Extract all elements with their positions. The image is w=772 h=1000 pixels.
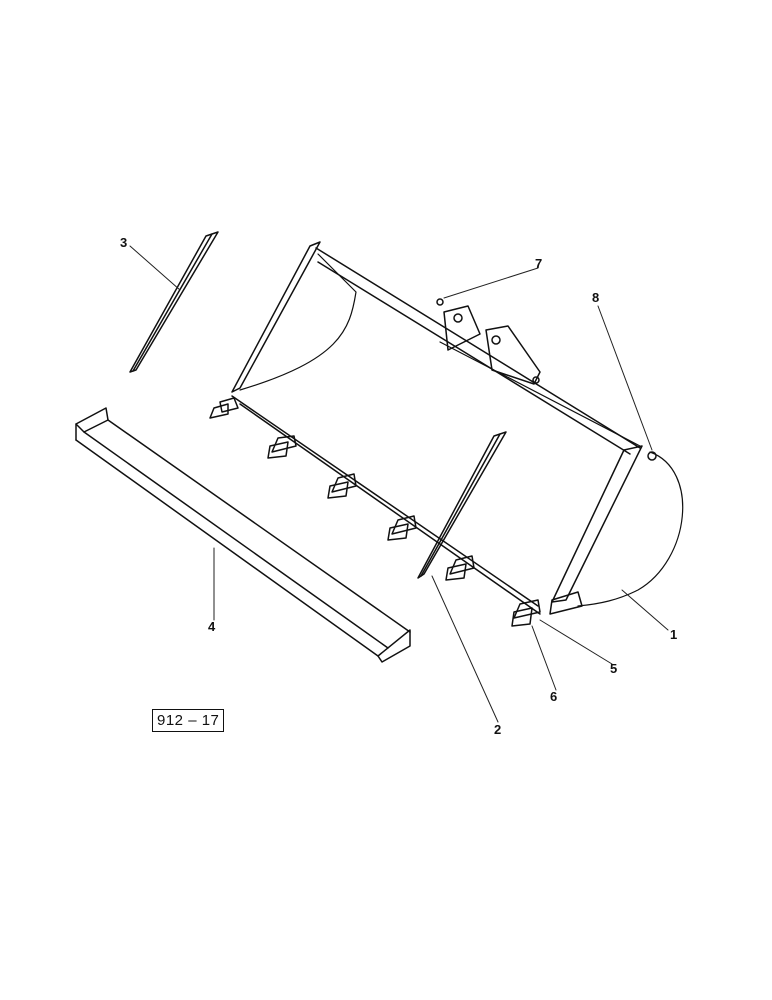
leader-lines xyxy=(129,245,669,723)
part-1-bucket-body xyxy=(209,241,684,627)
callout-5: 5 xyxy=(610,661,618,676)
part-2-side-plate xyxy=(417,431,507,579)
callout-8: 8 xyxy=(592,290,600,305)
callout-3: 3 xyxy=(120,235,128,250)
part-5-tooth-adapters xyxy=(209,397,541,627)
part-3-side-plate xyxy=(129,231,219,373)
callout-1: 1 xyxy=(670,627,678,642)
drawing-reference-number: 912 – 17 xyxy=(152,709,225,732)
callout-2: 2 xyxy=(494,722,502,737)
callout-6: 6 xyxy=(550,689,558,704)
part-4-cutting-edge xyxy=(75,407,411,663)
callout-7: 7 xyxy=(535,256,543,271)
callout-4: 4 xyxy=(208,619,216,634)
